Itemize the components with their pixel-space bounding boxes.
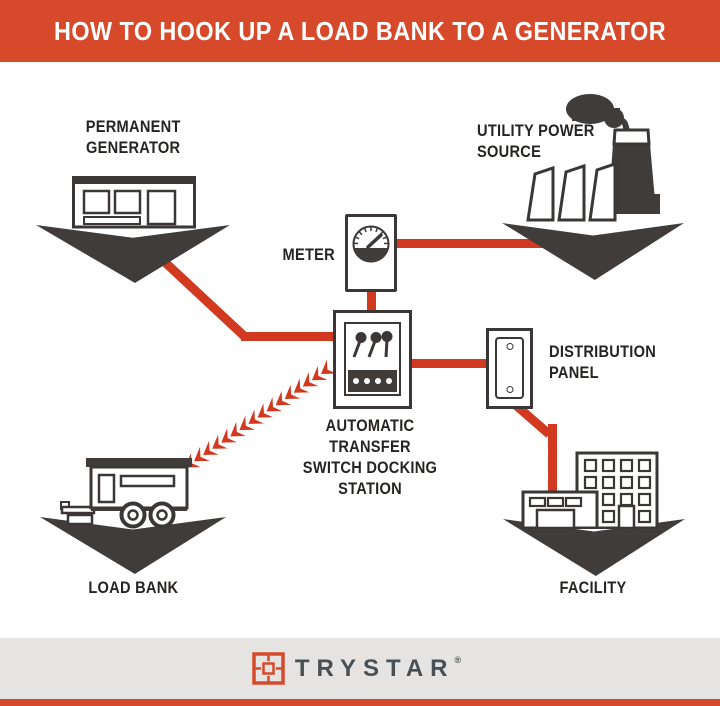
bottom-accent-bar	[0, 699, 720, 706]
transfer-switch-terminal-bar	[348, 370, 397, 392]
utility-power-source-label-line2: SOURCE	[477, 142, 542, 161]
facility-label-text: FACILITY	[559, 578, 627, 597]
connection-panel-to-facility-vertical	[548, 424, 557, 498]
transfer-switch-label: AUTOMATIC TRANSFER SWITCH DOCKING STATIO…	[275, 415, 465, 499]
transfer-switch-icon	[344, 322, 401, 396]
brand-name: TRYSTAR®	[295, 655, 468, 683]
distribution-panel-label-line2: PANEL	[549, 363, 599, 382]
header-banner: HOW TO HOOK UP A LOAD BANK TO A GENERATO…	[0, 0, 720, 62]
connection-meter-to-utility	[395, 239, 580, 248]
meter-label: METER	[240, 244, 335, 265]
transfer-switch-box	[333, 310, 412, 409]
transfer-switch-label-line2: SWITCH DOCKING STATION	[302, 458, 438, 498]
utility-power-source-label-line1: UTILITY POWER	[477, 121, 595, 140]
generator-pedestal-triangle	[36, 225, 230, 283]
permanent-generator-label: PERMANENT GENERATOR	[60, 116, 206, 158]
distribution-panel-box	[486, 328, 533, 409]
meter-label-text: METER	[282, 245, 335, 264]
meter-box	[345, 214, 397, 292]
gauge-icon	[352, 225, 390, 263]
utility-pedestal-triangle	[502, 223, 684, 280]
transfer-switch-label-line1: AUTOMATIC TRANSFER	[325, 416, 415, 456]
facility-label: FACILITY	[518, 577, 668, 598]
buildings-icon	[521, 451, 659, 529]
trystar-logo: TRYSTAR®	[252, 652, 468, 685]
terminal-dot	[386, 378, 392, 384]
screw-icon	[506, 386, 513, 393]
breaker-panel-icon	[495, 337, 524, 399]
terminal-dot	[375, 378, 381, 384]
screw-icon	[506, 343, 513, 350]
connection-meter-to-ats	[367, 288, 376, 314]
load-bank-label-text: LOAD BANK	[87, 578, 179, 597]
permanent-generator-label-line2: GENERATOR	[85, 138, 181, 157]
permanent-generator-label-line1: PERMANENT	[85, 117, 181, 136]
terminal-dot	[353, 378, 359, 384]
trailer-icon	[60, 458, 192, 529]
switch-levers-icon	[352, 331, 393, 358]
factory-icon	[526, 94, 660, 222]
trystar-logo-icon	[252, 652, 285, 685]
footer-band: TRYSTAR®	[0, 638, 720, 699]
generator-icon	[72, 176, 196, 229]
connection-generator-to-ats-horizontal	[241, 332, 338, 341]
terminal-dot	[364, 378, 370, 384]
utility-power-source-label: UTILITY POWER SOURCE	[477, 120, 637, 162]
distribution-panel-label: DISTRIBUTION PANEL	[549, 341, 679, 383]
registered-mark: ®	[454, 654, 469, 665]
connection-ats-to-panel	[409, 359, 489, 368]
page-title: HOW TO HOOK UP A LOAD BANK TO A GENERATO…	[53, 15, 667, 46]
distribution-panel-label-line1: DISTRIBUTION	[549, 342, 657, 361]
load-bank-label: LOAD BANK	[58, 577, 208, 598]
brand-name-text: TRYSTAR	[294, 654, 455, 682]
